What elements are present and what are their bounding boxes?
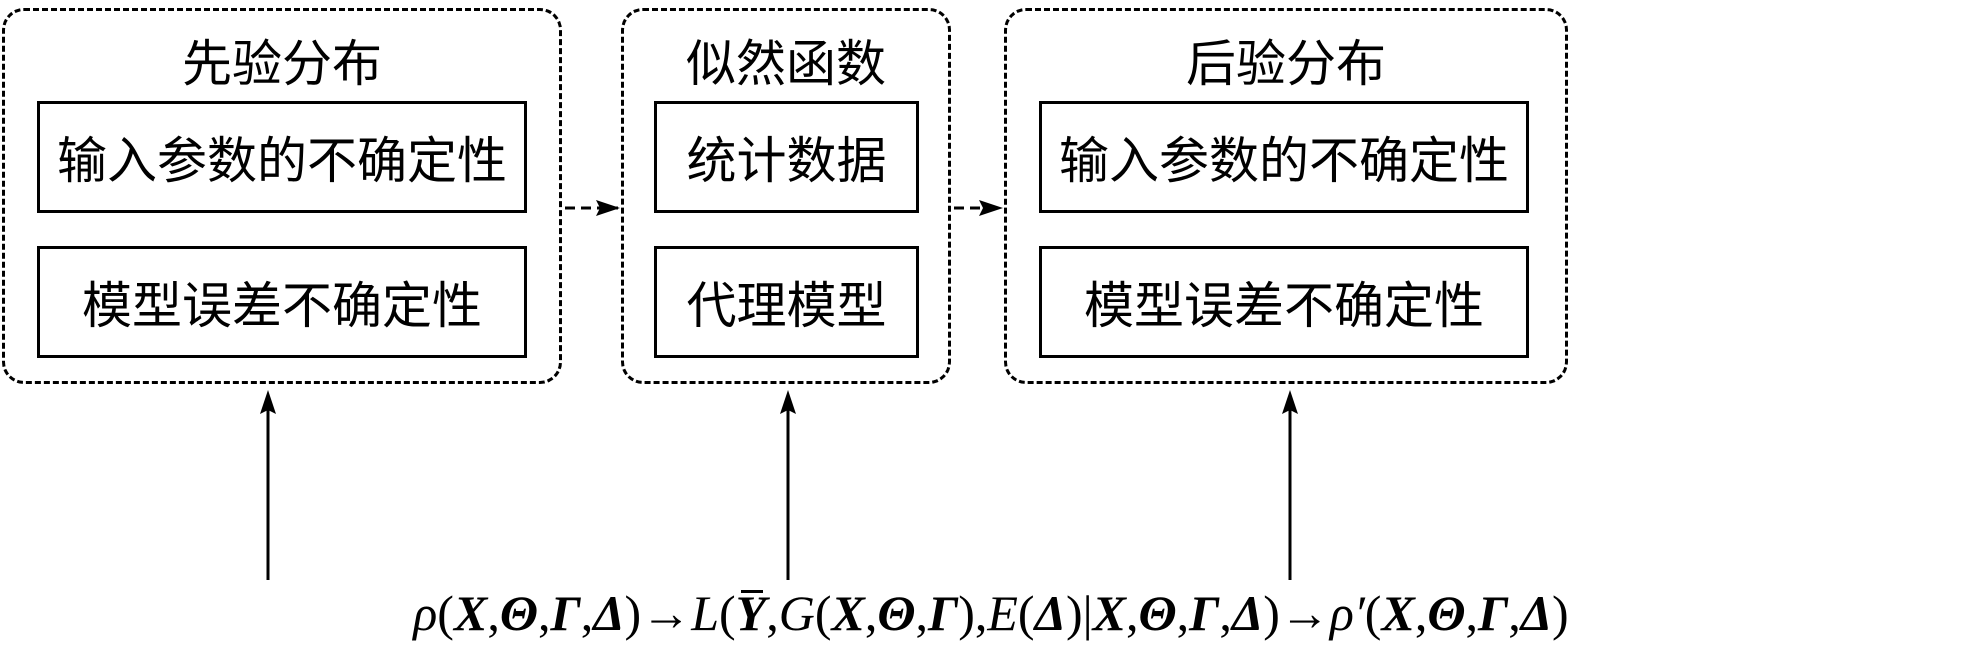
formula-comma: , — [974, 585, 988, 641]
formula-Delta: Δ — [1520, 585, 1553, 641]
formula-Theta: Θ — [499, 585, 538, 641]
formula-comma: , — [487, 585, 500, 641]
formula-Delta: Δ — [1034, 585, 1066, 641]
formula-X: X — [1381, 585, 1415, 641]
formula-X: X — [453, 585, 488, 641]
formula-rho-prime: ρ′ — [1329, 585, 1365, 641]
formula-Theta: Θ — [1138, 585, 1177, 641]
prior-model-error-box: 模型误差不确定性 — [37, 246, 527, 358]
formula-Gamma: Γ — [1189, 585, 1220, 641]
formula-X: X — [831, 585, 865, 641]
likelihood-to-posterior-arrowhead — [979, 200, 1003, 216]
formula-arrow: → — [1279, 585, 1330, 641]
formula-L: L — [691, 585, 720, 641]
formula-to-prior-arrowhead — [260, 390, 276, 414]
formula-comma: , — [1508, 585, 1521, 641]
prior-to-likelihood-arrowhead — [596, 200, 620, 216]
posterior-model-error-box: 模型误差不确定性 — [1039, 246, 1529, 358]
posterior-distribution-title: 后验分布 — [1186, 35, 1386, 93]
formula-comma: , — [1219, 585, 1232, 641]
formula-comma: , — [864, 585, 878, 641]
formula-paren: ) — [958, 585, 975, 641]
formula-comma: , — [915, 585, 929, 641]
prior-distribution-group: 先验分布 输入参数的不确定性 模型误差不确定性 — [2, 8, 562, 384]
formula-Theta: Θ — [1427, 585, 1466, 641]
bayes-formula: ρ(X,Θ,Γ,Δ)→L(Y,G(X,Θ,Γ),E(Δ)|X,Θ,Γ,Δ)→ρ′… — [0, 588, 1982, 638]
formula-comma: , — [1125, 585, 1139, 641]
posterior-distribution-group: 后验分布 输入参数的不确定性 模型误差不确定性 — [1004, 8, 1568, 384]
formula-comma: , — [1465, 585, 1478, 641]
formula-Gamma: Γ — [550, 585, 581, 641]
formula-paren: ( — [1364, 585, 1382, 641]
formula-to-posterior-arrowhead — [1282, 390, 1298, 414]
formula-paren: ) — [1065, 585, 1083, 641]
formula-given-bar: | — [1082, 585, 1093, 641]
formula-comma: , — [1414, 585, 1428, 641]
prior-distribution-title: 先验分布 — [182, 35, 382, 93]
formula-paren: ( — [1017, 585, 1035, 641]
prior-input-uncertainty-box: 输入参数的不确定性 — [37, 101, 527, 213]
formula-X: X — [1092, 585, 1126, 641]
formula-Delta: Δ — [593, 585, 625, 641]
formula-comma: , — [1176, 585, 1190, 641]
likelihood-function-title: 似然函数 — [686, 35, 886, 93]
formula-paren: ( — [814, 585, 832, 641]
likelihood-function-group: 似然函数 统计数据 代理模型 — [621, 8, 951, 384]
formula-G: G — [778, 585, 815, 641]
formula-paren: ) — [624, 585, 642, 641]
formula-to-likelihood-arrowhead — [780, 390, 796, 414]
formula-rho: ρ — [413, 585, 438, 641]
formula-paren: ) — [1263, 585, 1280, 641]
formula-E: E — [987, 585, 1018, 641]
surrogate-model-box: 代理模型 — [654, 246, 919, 358]
formula-paren: ) — [1552, 585, 1569, 641]
formula-Y-bar: Y — [735, 585, 767, 641]
formula-arrow: → — [641, 585, 692, 641]
formula-paren: ( — [437, 585, 454, 641]
formula-comma: , — [537, 585, 551, 641]
formula-comma: , — [766, 585, 779, 641]
formula-Gamma: Γ — [928, 585, 959, 641]
formula-Gamma: Γ — [1477, 585, 1509, 641]
formula-comma: , — [580, 585, 594, 641]
statistical-data-box: 统计数据 — [654, 101, 919, 213]
formula-paren: ( — [719, 585, 736, 641]
posterior-input-uncertainty-box: 输入参数的不确定性 — [1039, 101, 1529, 213]
formula-Theta: Θ — [877, 585, 916, 641]
formula-Delta: Δ — [1231, 585, 1264, 641]
